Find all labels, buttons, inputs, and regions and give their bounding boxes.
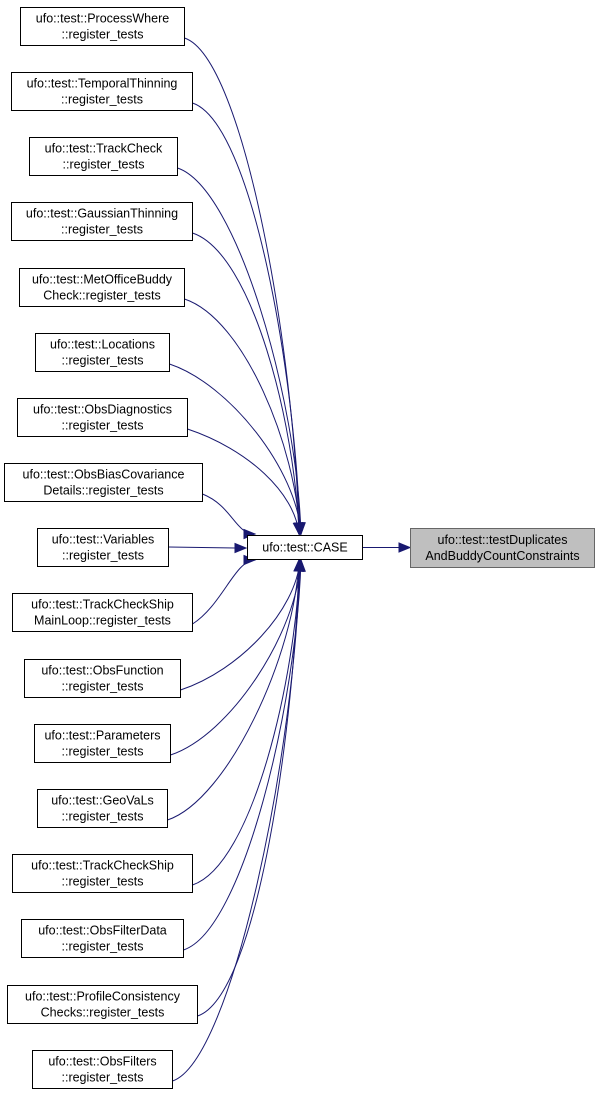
caller-node-13-label-line-1: ufo::test::GeoVaLs — [51, 794, 154, 808]
caller-node-14-label-line-2: ::register_tests — [62, 875, 144, 889]
caller-node-5[interactable]: ufo::test::MetOfficeBuddyCheck::register… — [19, 268, 185, 307]
caller-node-15-box — [21, 919, 184, 958]
edge-caller-12 — [170, 559, 302, 756]
caller-node-6-label-line-1: ufo::test::Locations — [50, 338, 155, 352]
caller-node-1-label-line-2: ::register_tests — [62, 28, 144, 42]
caller-node-8-label-line-1: ufo::test::ObsBiasCovariance — [23, 468, 185, 482]
caller-node-10-label-line-1: ufo::test::TrackCheckShip — [31, 598, 174, 612]
target-node-label-line-2: AndBuddyCountConstraints — [425, 549, 579, 563]
edge-caller-8 — [202, 493, 256, 535]
caller-node-12-label-line-1: ufo::test::Parameters — [44, 729, 160, 743]
caller-node-9[interactable]: ufo::test::Variables::register_tests — [37, 528, 169, 567]
caller-node-16-box — [7, 985, 198, 1024]
edge-caller-11 — [180, 559, 301, 691]
case-node-label-line-1: ufo::test::CASE — [262, 541, 347, 555]
caller-node-7-label-line-1: ufo::test::ObsDiagnostics — [33, 403, 172, 417]
caller-node-11[interactable]: ufo::test::ObsFunction::register_tests — [24, 659, 181, 698]
caller-node-5-label-line-1: ufo::test::MetOfficeBuddy — [32, 273, 173, 287]
caller-node-13-box — [37, 789, 168, 828]
caller-node-2-label-line-2: ::register_tests — [61, 93, 143, 107]
edge-caller-13 — [167, 559, 300, 821]
caller-node-16[interactable]: ufo::test::ProfileConsistencyChecks::reg… — [7, 985, 198, 1024]
caller-node-14[interactable]: ufo::test::TrackCheckShip::register_test… — [12, 854, 193, 893]
edge-caller-14 — [192, 559, 301, 886]
edge-caller-5 — [184, 298, 301, 535]
caller-node-12[interactable]: ufo::test::Parameters::register_tests — [34, 724, 171, 763]
caller-node-3-box — [29, 137, 178, 176]
caller-node-17[interactable]: ufo::test::ObsFilters::register_tests — [32, 1050, 173, 1089]
caller-node-16-label-line-1: ufo::test::ProfileConsistency — [25, 990, 181, 1004]
caller-node-4-label-line-1: ufo::test::GaussianThinning — [26, 207, 178, 221]
caller-node-17-label-line-2: ::register_tests — [62, 1071, 144, 1085]
caller-node-8[interactable]: ufo::test::ObsBiasCovarianceDetails::reg… — [4, 463, 203, 502]
edges-layer — [167, 37, 412, 1082]
caller-node-11-label-line-2: ::register_tests — [62, 680, 144, 694]
edge-caller-7-arrowhead — [292, 522, 304, 536]
edge-caller-3 — [177, 167, 302, 535]
caller-node-13-label-line-2: ::register_tests — [62, 810, 144, 824]
caller-node-17-label-line-1: ufo::test::ObsFilters — [48, 1055, 156, 1069]
caller-node-4-box — [11, 202, 193, 241]
edge-caller-2 — [192, 102, 301, 535]
edge-case-to-target-arrowhead — [398, 542, 412, 553]
caller-node-12-box — [34, 724, 171, 763]
caller-node-1-label-line-1: ufo::test::ProcessWhere — [36, 12, 169, 26]
edge-caller-17 — [172, 559, 301, 1082]
caller-node-2-box — [11, 72, 193, 111]
edge-caller-16 — [197, 559, 300, 1017]
caller-node-7-box — [17, 398, 188, 437]
caller-node-4-label-line-2: ::register_tests — [61, 223, 143, 237]
nodes-layer: ufo::test::ProcessWhere::register_testsu… — [4, 7, 595, 1089]
edge-caller-6 — [169, 363, 302, 535]
case-node[interactable]: ufo::test::CASE — [247, 535, 363, 560]
edge-caller-7 — [187, 428, 300, 535]
edge-caller-4 — [192, 232, 300, 535]
edge-caller-9 — [168, 546, 236, 549]
caller-node-15[interactable]: ufo::test::ObsFilterData::register_tests — [21, 919, 184, 958]
edge-caller-10 — [192, 559, 256, 625]
caller-node-10-box — [12, 593, 193, 632]
caller-node-15-label-line-2: ::register_tests — [62, 940, 144, 954]
caller-node-10-label-line-2: MainLoop::register_tests — [34, 614, 171, 628]
caller-node-6-label-line-2: ::register_tests — [62, 354, 144, 368]
caller-node-3-label-line-1: ufo::test::TrackCheck — [45, 142, 163, 156]
caller-node-14-box — [12, 854, 193, 893]
target-node-box — [410, 528, 595, 568]
case-node-box — [247, 535, 363, 560]
target-node-label-line-1: ufo::test::testDuplicates — [438, 533, 568, 547]
caller-node-9-label-line-2: ::register_tests — [62, 549, 144, 563]
caller-node-7[interactable]: ufo::test::ObsDiagnostics::register_test… — [17, 398, 188, 437]
caller-node-1[interactable]: ufo::test::ProcessWhere::register_tests — [20, 7, 185, 46]
target-node[interactable]: ufo::test::testDuplicatesAndBuddyCountCo… — [410, 528, 595, 568]
caller-node-12-label-line-2: ::register_tests — [62, 745, 144, 759]
caller-node-14-label-line-1: ufo::test::TrackCheckShip — [31, 859, 174, 873]
caller-node-9-box — [37, 528, 169, 567]
caller-node-2[interactable]: ufo::test::TemporalThinning::register_te… — [11, 72, 193, 111]
caller-node-9-label-line-1: ufo::test::Variables — [52, 533, 155, 547]
edge-caller-1 — [184, 37, 300, 535]
edge-caller-9-arrowhead — [234, 542, 248, 554]
caller-node-6-box — [35, 333, 170, 372]
caller-node-4[interactable]: ufo::test::GaussianThinning::register_te… — [11, 202, 193, 241]
caller-node-8-label-line-2: Details::register_tests — [43, 484, 163, 498]
caller-node-11-box — [24, 659, 181, 698]
caller-node-6[interactable]: ufo::test::Locations::register_tests — [35, 333, 170, 372]
caller-node-15-label-line-1: ufo::test::ObsFilterData — [38, 924, 167, 938]
caller-node-3[interactable]: ufo::test::TrackCheck::register_tests — [29, 137, 178, 176]
caller-node-5-label-line-2: Check::register_tests — [43, 289, 160, 303]
caller-node-13[interactable]: ufo::test::GeoVaLs::register_tests — [37, 789, 168, 828]
caller-node-17-box — [32, 1050, 173, 1089]
edge-caller-17-arrowhead — [294, 558, 305, 572]
caller-node-16-label-line-2: Checks::register_tests — [41, 1006, 165, 1020]
caller-node-11-label-line-1: ufo::test::ObsFunction — [41, 664, 163, 678]
caller-node-8-box — [4, 463, 203, 502]
caller-node-10[interactable]: ufo::test::TrackCheckShipMainLoop::regis… — [12, 593, 193, 632]
caller-node-7-label-line-2: ::register_tests — [62, 419, 144, 433]
caller-node-2-label-line-1: ufo::test::TemporalThinning — [27, 77, 178, 91]
caller-node-1-box — [20, 7, 185, 46]
caller-node-3-label-line-2: ::register_tests — [63, 158, 145, 172]
caller-node-5-box — [19, 268, 185, 307]
